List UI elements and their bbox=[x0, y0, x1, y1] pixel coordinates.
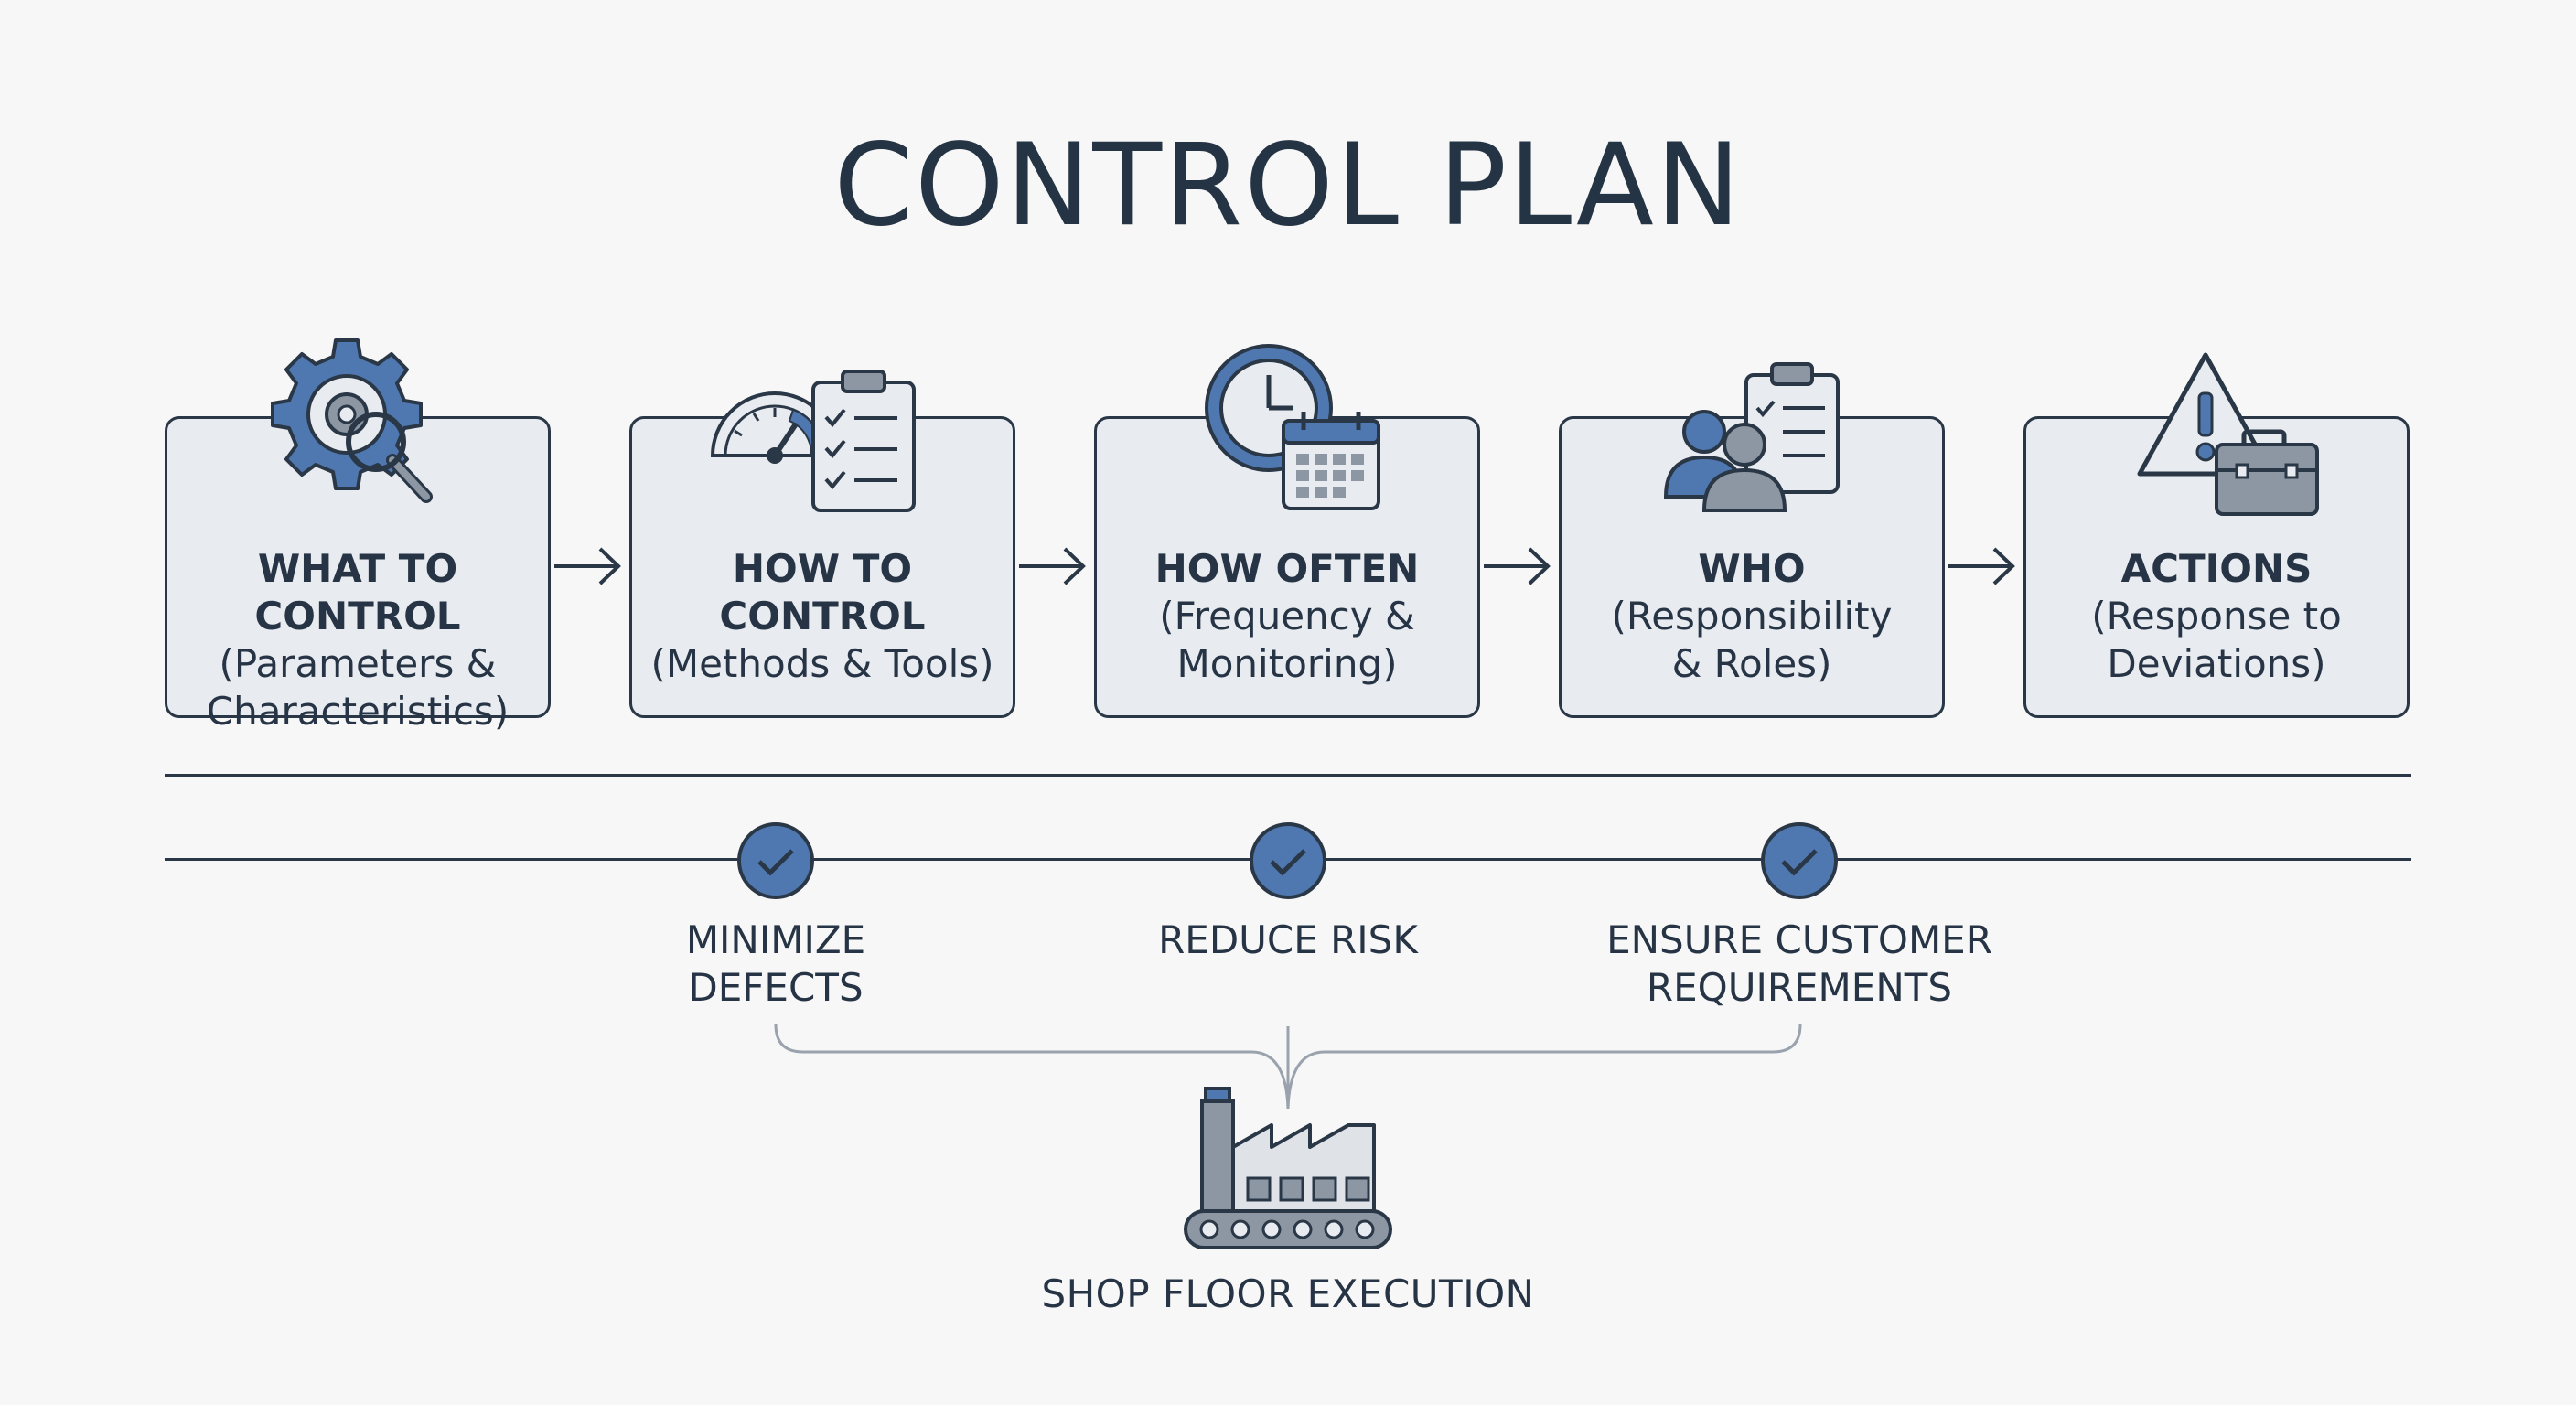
bracket-connector bbox=[774, 1024, 1802, 1110]
benefit-minimize-defects: MINIMIZE DEFECTS bbox=[593, 917, 959, 1012]
step-subtitle: Characteristics) bbox=[206, 689, 510, 734]
gear-magnifier-icon bbox=[239, 337, 477, 520]
step-subtitle: Monitoring) bbox=[1176, 641, 1398, 686]
diagram-title: CONTROL PLAN bbox=[833, 120, 1743, 252]
step-subtitle: Deviations) bbox=[2107, 641, 2326, 686]
step-subtitle: (Response to bbox=[2091, 594, 2342, 638]
step-title: ACTIONS bbox=[2120, 546, 2313, 591]
step-card-who: WHO (Responsibility & Roles) bbox=[1559, 362, 1945, 718]
check-circle-icon bbox=[1250, 822, 1326, 899]
arrow-right-icon bbox=[1948, 547, 2015, 585]
clock-calendar-icon bbox=[1168, 337, 1406, 520]
step-subtitle: (Methods & Tools) bbox=[650, 641, 994, 686]
divider-line bbox=[165, 774, 2411, 777]
check-circle-icon bbox=[1761, 822, 1838, 899]
benefit-label: REQUIREMENTS bbox=[1646, 965, 1953, 1010]
arrow-right-icon bbox=[554, 547, 621, 585]
benefit-reduce-risk: REDUCE RISK bbox=[1105, 917, 1471, 964]
step-subtitle: & Roles) bbox=[1671, 641, 1832, 686]
shop-floor-label: SHOP FLOOR EXECUTION bbox=[1041, 1271, 1535, 1316]
step-title: HOW OFTEN bbox=[1154, 546, 1420, 591]
step-title: HOW TO CONTROL bbox=[719, 546, 926, 638]
step-title: WHO bbox=[1698, 546, 1806, 591]
step-subtitle: (Parameters & bbox=[219, 641, 497, 686]
arrow-right-icon bbox=[1019, 547, 1086, 585]
people-clipboard-icon bbox=[1633, 337, 1871, 520]
benefit-label: REDUCE RISK bbox=[1158, 917, 1418, 962]
step-card-how-to-control: HOW TO CONTROL (Methods & Tools) bbox=[629, 370, 1015, 718]
gauge-checklist-icon bbox=[703, 337, 941, 520]
factory-conveyor-icon bbox=[1184, 1087, 1392, 1249]
step-card-what-to-control: WHAT TO CONTROL (Parameters & Characteri… bbox=[165, 338, 551, 734]
step-title: WHAT TO CONTROL bbox=[254, 546, 461, 638]
step-card-how-often: HOW OFTEN (Frequency & Monitoring) bbox=[1094, 344, 1480, 718]
check-circle-icon bbox=[737, 822, 814, 899]
benefit-ensure-customer-requirements: ENSURE CUSTOMER REQUIREMENTS bbox=[1525, 917, 2074, 1012]
benefit-label: MINIMIZE bbox=[685, 917, 866, 962]
warning-toolbox-icon bbox=[2098, 337, 2335, 520]
step-subtitle: (Frequency & bbox=[1159, 594, 1415, 638]
benefit-label: ENSURE CUSTOMER bbox=[1606, 917, 1992, 962]
step-card-actions: ACTIONS (Response to Deviations) bbox=[2023, 352, 2410, 718]
benefit-label: DEFECTS bbox=[688, 965, 864, 1010]
arrow-right-icon bbox=[1484, 547, 1551, 585]
step-subtitle: (Responsibility bbox=[1611, 594, 1893, 638]
